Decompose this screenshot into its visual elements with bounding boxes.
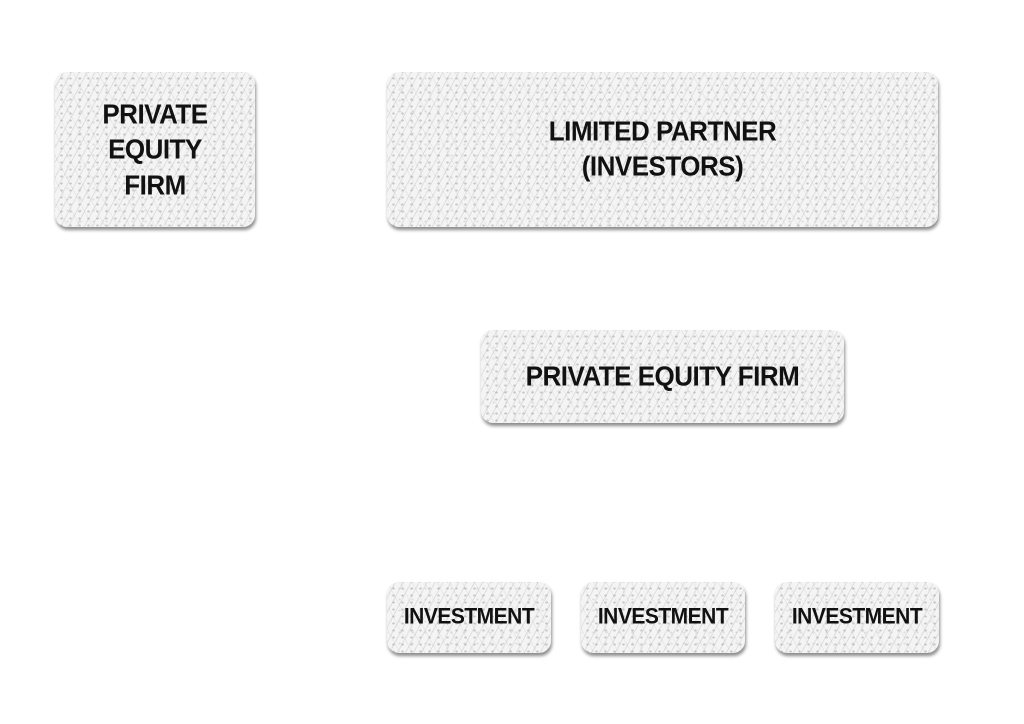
investment-box-3: INVESTMENT — [775, 582, 939, 653]
investment-box-1: INVESTMENT — [387, 582, 551, 653]
investment-label-3: INVESTMENT — [791, 604, 923, 629]
investment-label-2: INVESTMENT — [597, 604, 729, 629]
private-equity-firm-box: PRIVATE EQUITY FIRM — [55, 72, 255, 227]
private-equity-firm-center-box: PRIVATE EQUITY FIRM — [481, 330, 844, 423]
limited-partner-box: LIMITED PARTNER (INVESTORS) — [387, 72, 938, 227]
limited-partner-label: LIMITED PARTNER (INVESTORS) — [548, 115, 777, 183]
investment-label-1: INVESTMENT — [403, 604, 535, 629]
private-equity-firm-center-label: PRIVATE EQUITY FIRM — [525, 359, 800, 392]
investment-box-2: INVESTMENT — [581, 582, 745, 653]
private-equity-firm-label: PRIVATE EQUITY FIRM — [102, 97, 208, 200]
